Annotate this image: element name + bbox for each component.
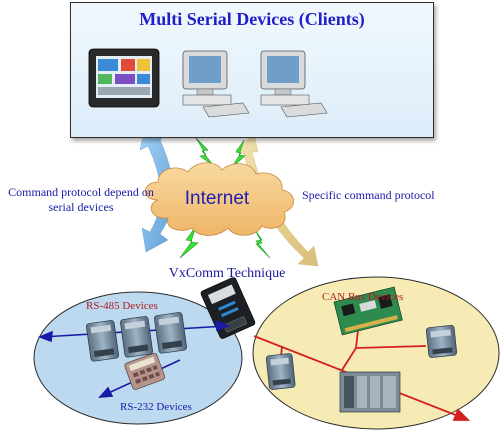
- internet-label: Internet: [184, 188, 250, 209]
- rs232-label: RS-232 Devices: [120, 401, 192, 413]
- serial-server-icon: [200, 277, 256, 339]
- client-devices: [88, 48, 328, 118]
- can-network-ellipse: [252, 276, 500, 430]
- left-protocol-line2: serial devices: [48, 200, 114, 214]
- vxcomm-label: VxComm Technique: [168, 266, 286, 281]
- rs-network-ellipse: [33, 291, 243, 425]
- io-module-icon: [265, 353, 296, 390]
- io-module-icon: [425, 325, 458, 358]
- cloud-icon: [144, 162, 294, 236]
- rs485-label: RS-485 Devices: [86, 300, 158, 312]
- desktop-computer-icon: [182, 50, 250, 118]
- plc-rack-icon: [339, 371, 401, 413]
- left-protocol-line1: Command protocol depend on: [8, 185, 154, 199]
- can-bus-label: CAN Bus Devices: [322, 291, 404, 303]
- keypad-terminal-icon: [124, 352, 166, 390]
- right-protocol-label: Specific command protocol: [302, 188, 435, 202]
- left-protocol-label: Command protocol depend on serial device…: [0, 185, 162, 215]
- can-card-icon: [333, 286, 403, 336]
- desktop-computer-icon: [260, 50, 328, 118]
- left-arrow-icon: [139, 123, 174, 253]
- clients-title: Multi Serial Devices (Clients): [139, 9, 365, 29]
- touch-panel-icon: [88, 48, 160, 108]
- io-module-icon: [86, 312, 187, 362]
- clients-panel: Multi Serial Devices (Clients): [70, 2, 434, 138]
